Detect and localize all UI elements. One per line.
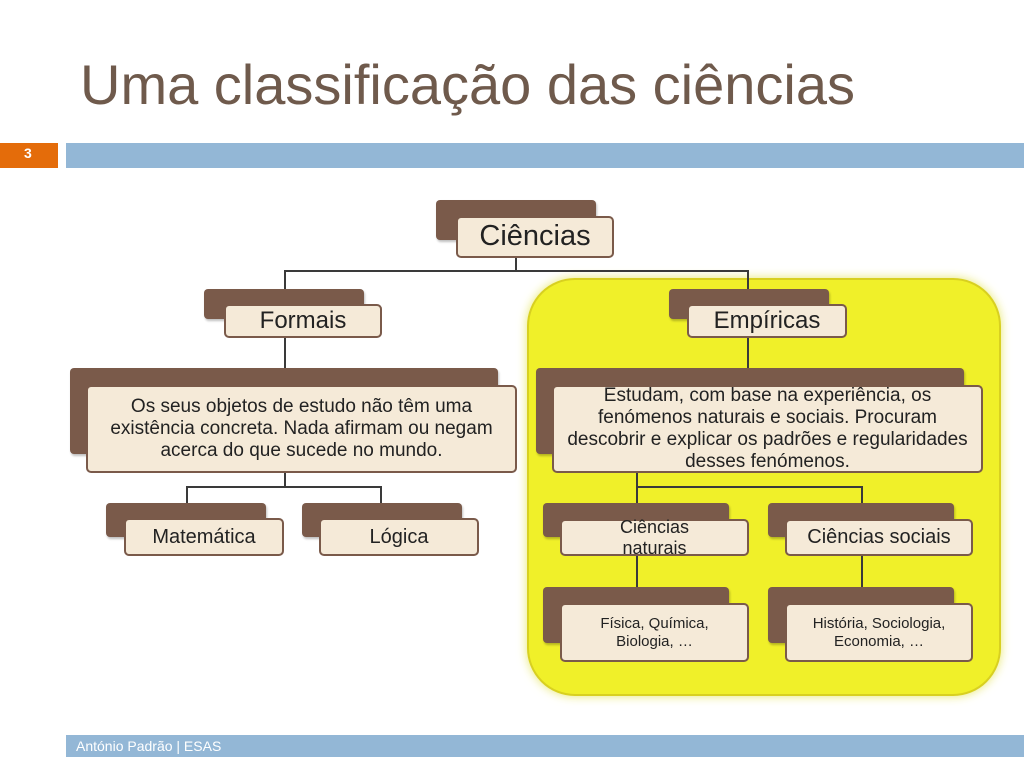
ciencias-sociais-node: Ciências sociais [785,519,973,556]
ciencias-node: Ciências [456,216,614,258]
naturais-examples: Física, Química, Biologia, … [560,603,749,662]
connector [636,471,638,487]
connector [861,555,863,587]
slide-number-badge [0,143,58,168]
connector [515,257,517,271]
connector [284,471,286,487]
header-bar [66,143,1024,168]
connector [636,486,862,488]
empiricas-node: Empíricas [687,304,847,338]
footer-bar [66,735,1024,757]
connector [747,270,749,290]
connector [284,270,748,272]
connector [747,338,749,370]
empiricas-description: Estudam, com base na experiência, os fen… [552,385,983,473]
ciencias-naturais-node: Ciências naturais [560,517,749,558]
connector [284,338,286,370]
connector [636,486,638,504]
connector [861,486,863,504]
formais-node: Formais [224,304,382,338]
slide-title: Uma classificação das ciências [80,53,855,116]
footer-text: António Padrão | ESAS [76,738,222,754]
connector [380,486,382,504]
connector [186,486,188,504]
formais-description: Os seus objetos de estudo não têm uma ex… [86,385,517,473]
connector [186,486,381,488]
connector [284,270,286,290]
sociais-examples: História, Sociologia, Economia, … [785,603,973,662]
connector [636,555,638,587]
slide-number: 3 [24,145,32,161]
matematica-node: Matemática [124,518,284,556]
logica-node: Lógica [319,518,479,556]
